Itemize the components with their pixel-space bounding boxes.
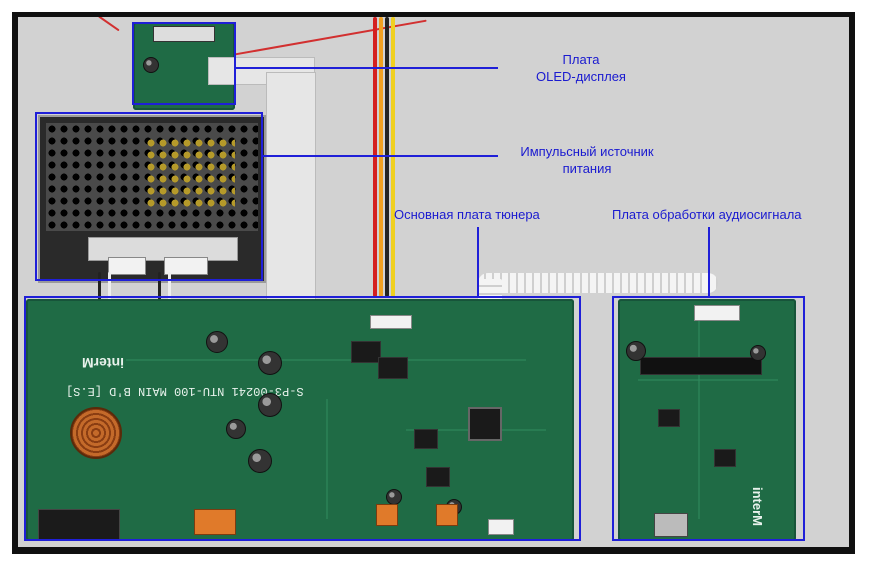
main-terminal-2 — [436, 504, 458, 526]
oled-board-label: Плата OLED-дисплея — [521, 51, 641, 85]
tuner-main-board-label: Основная плата тюнера — [394, 207, 540, 222]
main-output-connector — [488, 519, 514, 535]
power-fuse-holder — [194, 509, 236, 535]
audio-board-leader-line — [708, 227, 710, 297]
psu-label-line1: Импульсный источник — [520, 144, 654, 159]
audio-harness — [478, 273, 718, 293]
switching-power-supply — [38, 115, 266, 283]
capacitor-4 — [248, 449, 272, 473]
capacitor-2 — [258, 351, 282, 375]
toroid-inductor — [70, 407, 122, 459]
psu-label: Импульсный источник питания — [502, 143, 672, 177]
harness-yellow — [391, 17, 395, 297]
oled-board-label-line2: OLED-дисплея — [536, 69, 626, 84]
device-photo: S-P3-00241 NTU-100 MAIN B'D [E.S] interM… — [18, 17, 849, 547]
power-inlet — [38, 509, 120, 541]
audio-slot — [640, 357, 762, 375]
audio-capacitor-1 — [626, 341, 646, 361]
psu-leader-line — [263, 155, 498, 157]
capacitor-5 — [226, 419, 246, 439]
oled-mount-screw — [143, 57, 159, 73]
main-board-highlight — [24, 296, 581, 541]
audio-ic-2 — [714, 449, 736, 467]
red-wire-top-right — [229, 19, 427, 57]
tuner-main-board: S-P3-00241 NTU-100 MAIN B'D [E.S] interM — [26, 299, 574, 541]
audio-board-highlight — [612, 296, 805, 541]
ic-1 — [351, 341, 381, 363]
red-wire-top — [98, 17, 120, 32]
ribbon-cable-vertical — [266, 72, 316, 329]
main-header-top — [370, 315, 412, 329]
ic-4 — [426, 467, 450, 487]
ic-3 — [414, 429, 438, 449]
oled-board-highlight — [132, 22, 236, 105]
ic-2 — [378, 357, 408, 379]
audio-ic-1 — [658, 409, 680, 427]
audio-capacitor-2 — [750, 345, 766, 361]
audio-board-label: Плата обработки аудиосигнала — [612, 207, 802, 222]
oled-connector — [153, 26, 215, 42]
main-board-leader-line — [477, 227, 479, 297]
harness-orange — [379, 17, 383, 297]
harness-black — [385, 17, 389, 297]
audio-bottom-jack — [654, 513, 688, 537]
main-processor — [468, 407, 502, 441]
capacitor-3 — [258, 393, 282, 417]
psu-highlight — [35, 112, 263, 281]
harness-red — [373, 17, 377, 297]
audio-processing-board: interM — [618, 299, 796, 541]
main-terminal-1 — [376, 504, 398, 526]
capacitor-1 — [206, 331, 228, 353]
psu-label-line2: питания — [562, 161, 612, 176]
psu-connector-right — [164, 257, 208, 275]
oled-leader-line — [236, 67, 498, 69]
psu-inner-components — [145, 137, 235, 207]
psu-connector-left — [108, 257, 146, 275]
audio-header — [694, 305, 740, 321]
oled-board-label-line1: Плата — [562, 52, 600, 67]
